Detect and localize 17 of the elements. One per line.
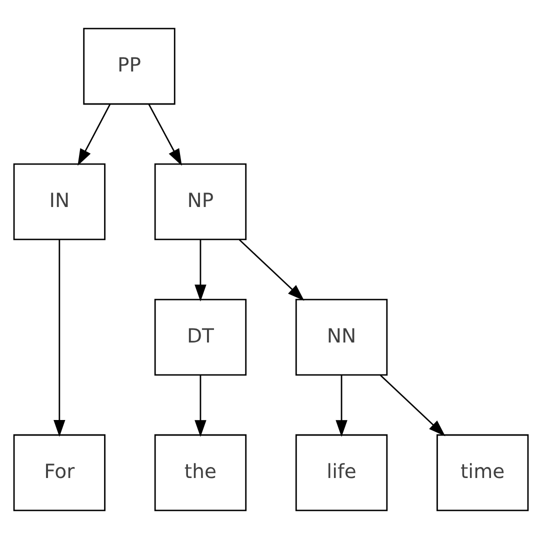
arrow <box>336 375 348 437</box>
node-box: NP <box>154 163 247 240</box>
node-box: DT <box>154 298 247 376</box>
node-box: NN <box>295 298 388 376</box>
node-box: the <box>154 434 247 512</box>
arrow <box>238 239 304 301</box>
arrow <box>194 240 206 302</box>
node-box: life <box>295 434 388 512</box>
node-box: IN <box>13 163 106 240</box>
arrow <box>194 375 206 437</box>
arrow <box>78 104 111 166</box>
arrow <box>54 240 66 437</box>
node-box: time <box>436 434 529 512</box>
arrow <box>380 374 446 436</box>
node-box: PP <box>83 28 176 105</box>
node-box: For <box>13 434 106 512</box>
arrow <box>148 104 182 166</box>
